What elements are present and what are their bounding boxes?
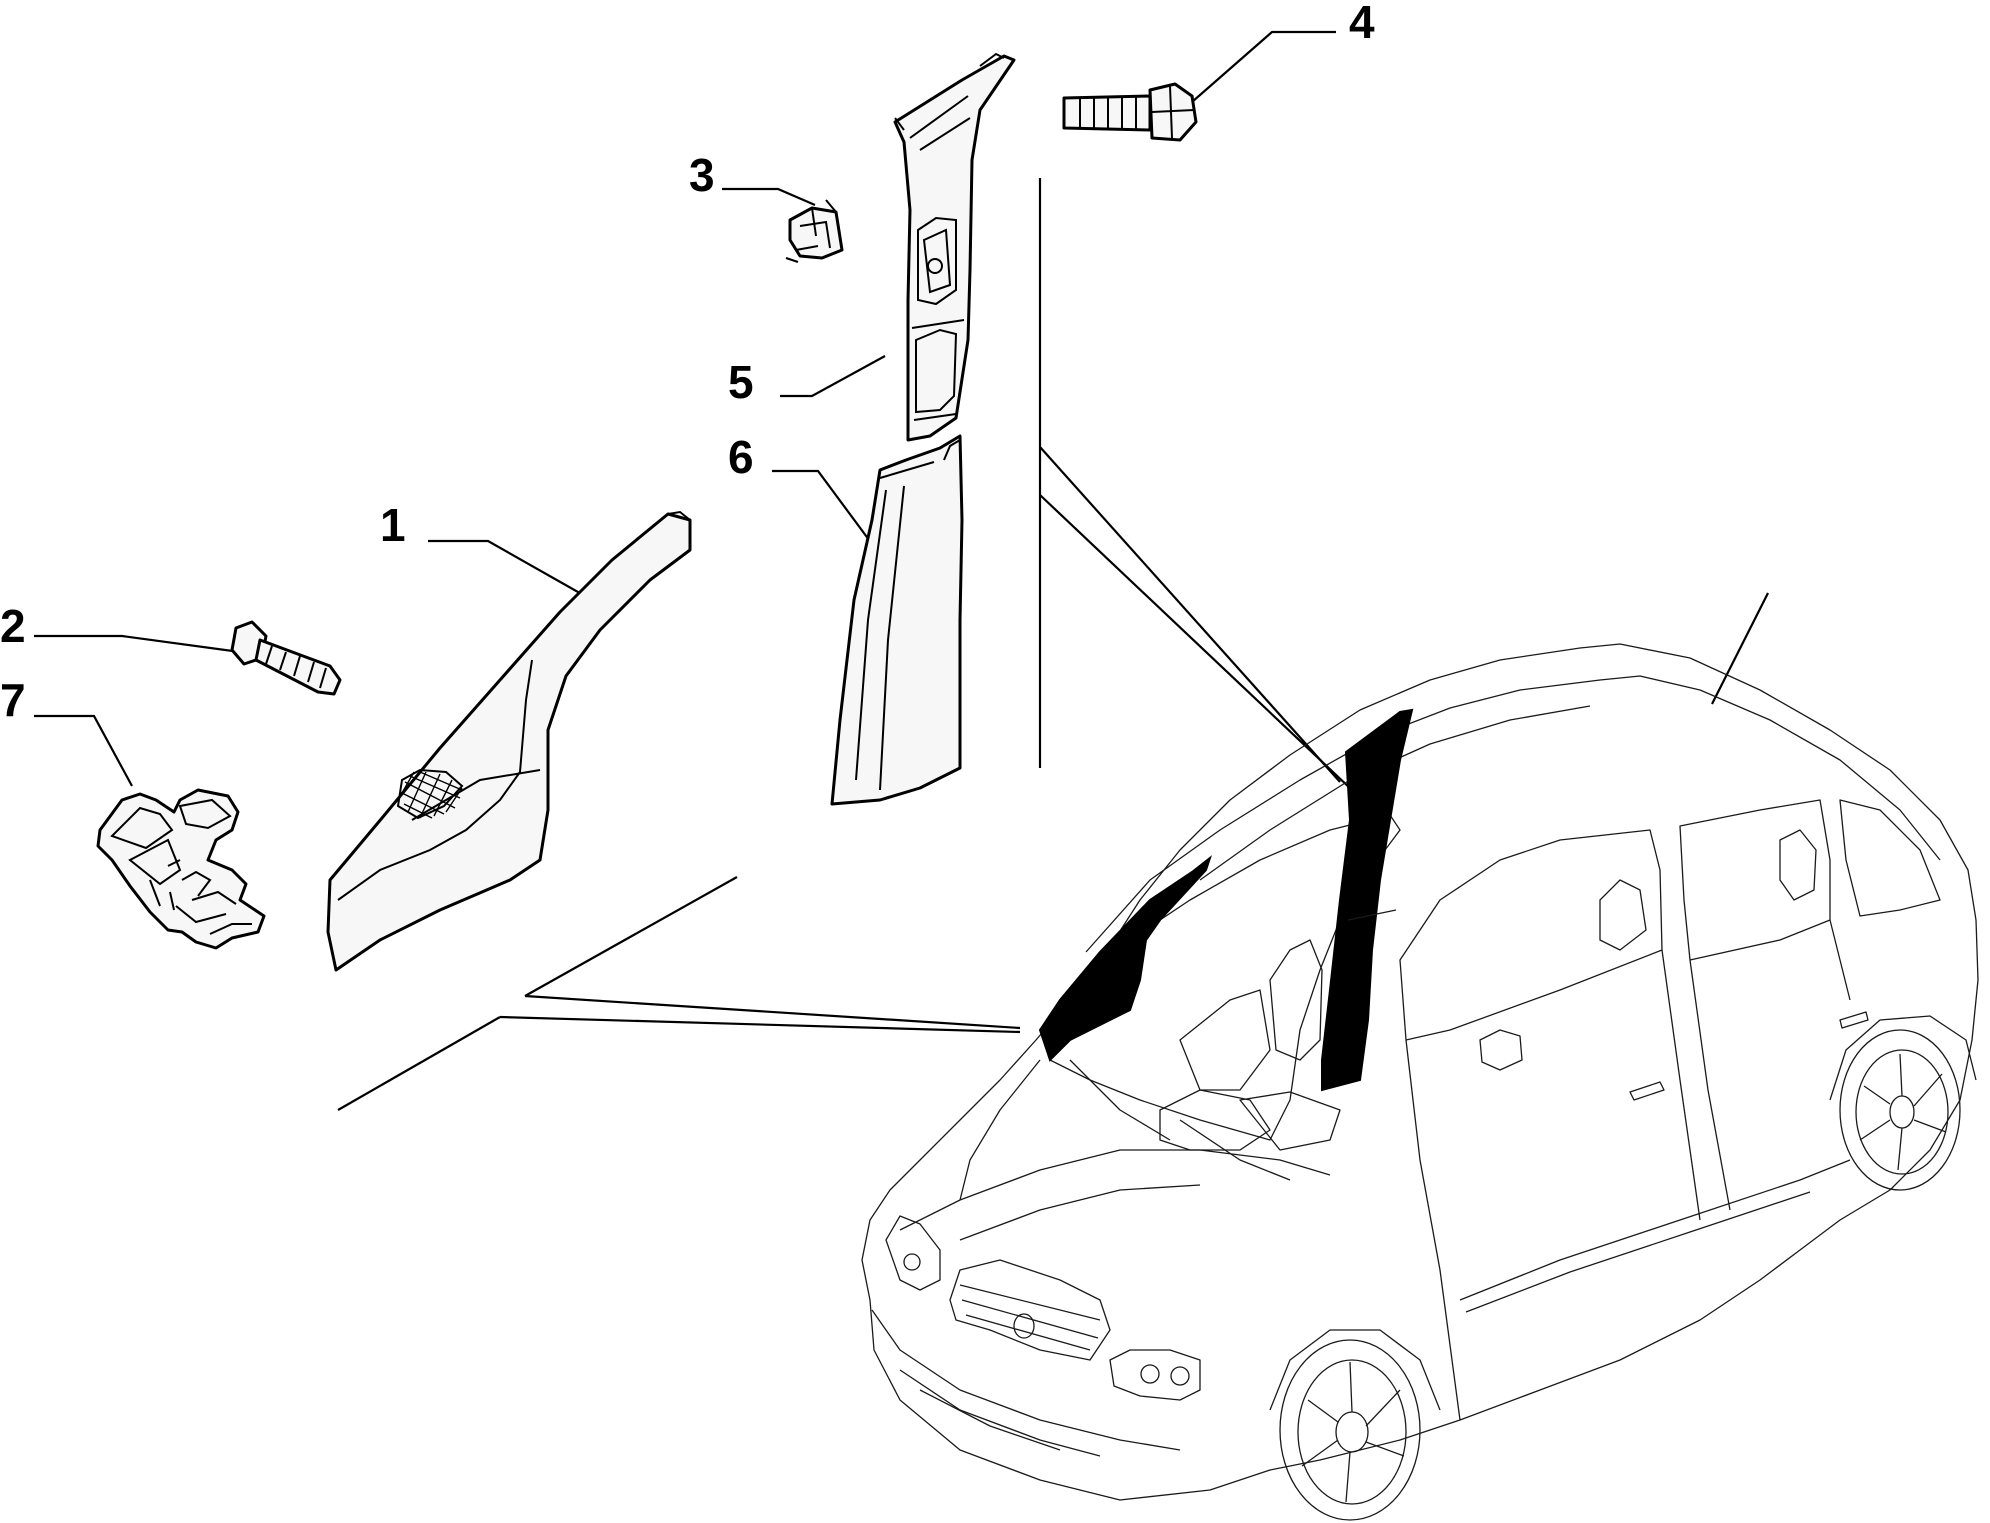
callout-2-label: 2	[0, 600, 26, 652]
guide-a-left-upper	[524, 876, 738, 997]
part-2-screw	[230, 620, 342, 696]
callout-3-label: 3	[689, 149, 715, 201]
car-rear-wheel	[1839, 1029, 1961, 1191]
car-grille	[949, 1259, 1111, 1361]
car-headlight-left	[885, 1215, 941, 1291]
car-front-side-window	[1399, 829, 1663, 1041]
callout-4-label: 4	[1349, 0, 1375, 48]
part-4-bolt	[1062, 82, 1198, 142]
car-headlight-right	[1109, 1349, 1201, 1401]
leader-line-6	[772, 469, 876, 549]
leader-line-2	[34, 634, 241, 654]
part-3-clip	[785, 199, 844, 263]
car-a-pillar-highlight	[1038, 855, 1212, 1062]
guide-a-left-lower	[337, 1016, 501, 1111]
callout-6-label: 6	[728, 431, 754, 483]
leader-line-roof	[1711, 592, 1769, 705]
leader-line-5	[780, 355, 886, 398]
leader-line-1	[428, 539, 586, 597]
part-5-upper-pillar-trim	[893, 52, 1016, 442]
part-6-lower-pillar-trim	[830, 434, 964, 806]
explosion-guides	[337, 178, 1353, 1111]
car-front-wheel	[1279, 1339, 1421, 1521]
guide-a-right-upper	[524, 994, 1021, 1030]
guide-a-right-lower	[499, 1015, 1021, 1034]
car-b-pillar-highlight	[1321, 708, 1414, 1092]
callout-7-label: 7	[0, 674, 26, 726]
part-1-a-pillar-trim	[326, 510, 692, 972]
guide-b-pillar-top	[1039, 446, 1341, 783]
leader-lines	[34, 30, 1769, 787]
car-side-mirror	[1479, 1029, 1523, 1071]
car-rear-side-window	[1679, 799, 1831, 961]
leader-line-3	[722, 187, 816, 207]
car-body-outline	[861, 643, 1979, 1501]
leader-line-7	[34, 714, 133, 787]
part-7-bracket	[96, 788, 266, 950]
callout-5-label: 5	[728, 356, 754, 408]
callout-1-label: 1	[380, 499, 406, 551]
car-illustration	[861, 643, 1979, 1521]
guide-b-pillar-bottom	[1039, 494, 1353, 791]
leader-line-4	[1191, 30, 1336, 103]
